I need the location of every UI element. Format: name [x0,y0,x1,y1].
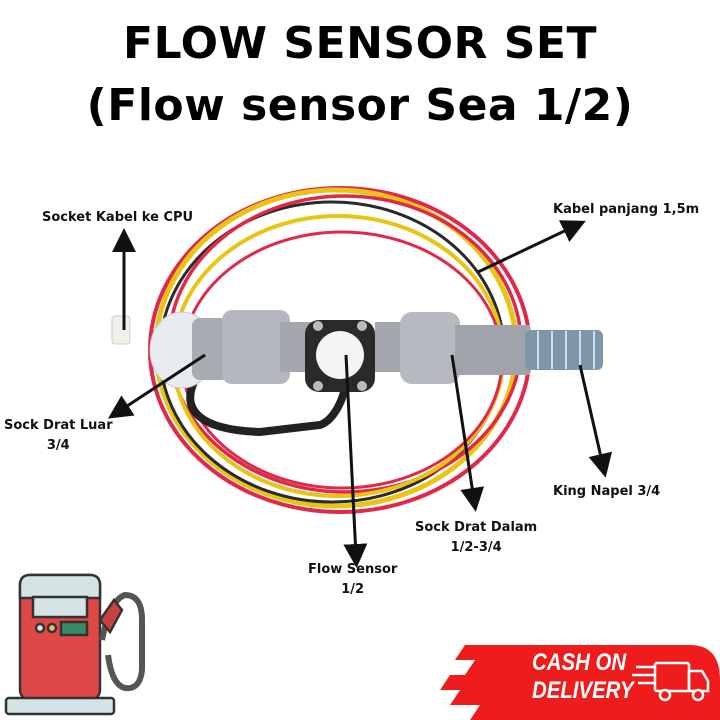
callout-socket-cable: Socket Kabel ke CPU [42,210,194,225]
badge-shape [440,645,720,720]
callout-flow-sensor: Flow Sensor 1/2 [308,560,397,600]
socket-connector [111,315,131,345]
callout-cable-length: Kabel panjang 1,5m [553,202,700,217]
badge-line2: DELIVERY [532,677,634,704]
callout-sock-drat-luar-name: Sock Drat Luar [4,418,113,433]
callout-flow-sensor-name: Flow Sensor [308,562,398,577]
callout-sock-drat-dalam-name: Sock Drat Dalam [415,520,538,535]
page-title-line2: (Flow sensor Sea 1/2) [86,80,634,131]
callout-sock-drat-luar-size: 3/4 [46,438,70,453]
callout-arrows [107,220,613,568]
badge-line1: CASH ON [532,649,627,676]
callout-sock-drat-luar: Sock Drat Luar 3/4 [4,416,113,456]
cash-on-delivery-badge: CASH ON DELIVERY [440,645,720,720]
pipe-assembly [149,310,603,392]
callout-flow-sensor-size: 1/2 [341,582,365,597]
delivery-truck-icon [632,661,710,702]
callout-sock-drat-dalam-size: 1/2-3/4 [450,540,502,555]
page-title-line1: FLOW SENSOR SET [123,18,597,69]
callout-king-napel: King Napel 3/4 [553,484,661,499]
fuel-pump-icon [4,573,145,716]
callout-sock-drat-dalam: Sock Drat Dalam 1/2-3/4 [415,518,537,558]
badge-text: CASH ON DELIVERY [532,649,634,705]
